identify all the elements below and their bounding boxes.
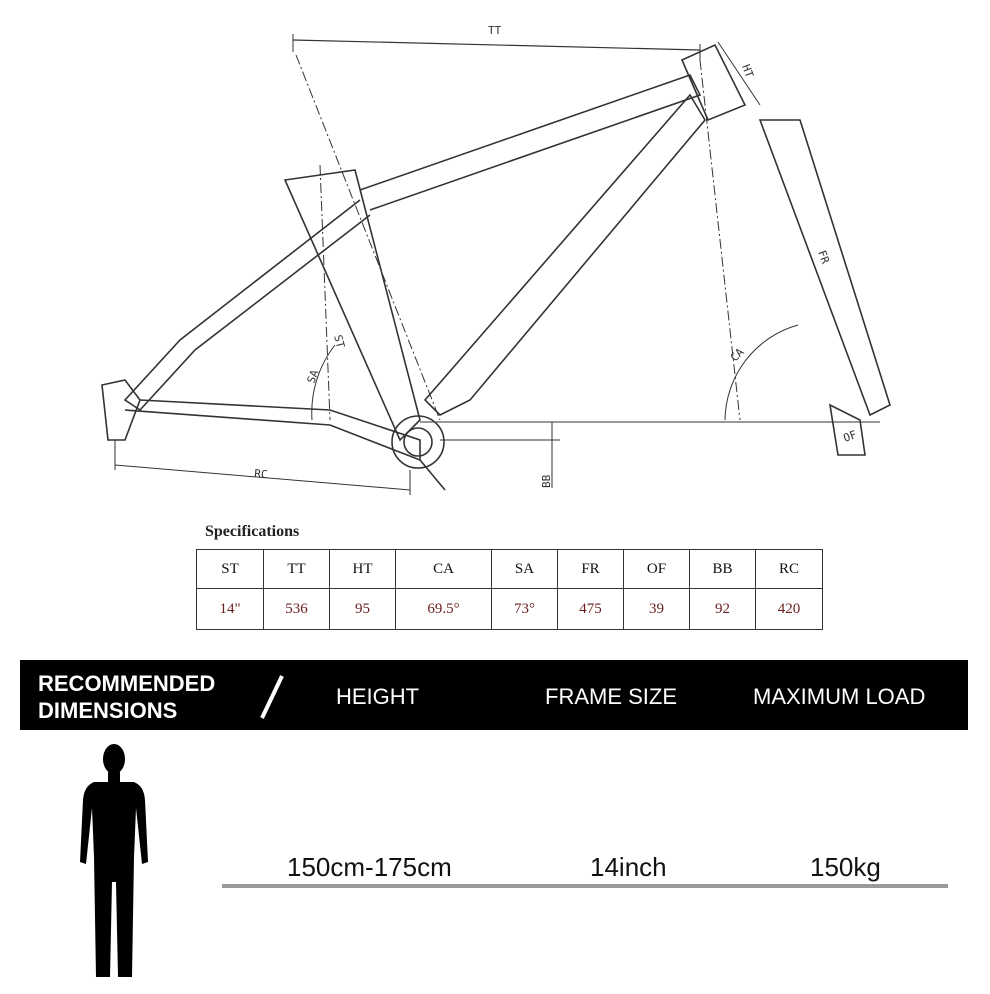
label-of: OF	[842, 428, 859, 445]
spec-header-fr: FR	[557, 549, 624, 589]
spec-header-row: ST TT HT CA SA FR OF BB RC	[196, 549, 823, 589]
specifications-title: Specifications	[205, 523, 300, 540]
spec-header-st: ST	[196, 549, 264, 589]
label-fr: FR	[815, 249, 832, 266]
spec-header-ca: CA	[395, 549, 492, 589]
spec-value-tt: 536	[263, 588, 330, 630]
spec-value-ht: 95	[329, 588, 396, 630]
spec-header-bb: BB	[689, 549, 756, 589]
spec-value-row: 14" 536 95 69.5° 73° 475 39 92 420	[196, 588, 823, 630]
recommended-frame-size-value: 14inch	[590, 852, 667, 882]
person-silhouette-icon	[80, 744, 148, 977]
dimension-lines	[295, 54, 741, 421]
values-underline	[222, 884, 948, 888]
recommended-dimensions-banner: RECOMMENDED DIMENSIONS HEIGHT FRAME SIZE…	[20, 660, 968, 730]
column-header-maximum-load: MAXIMUM LOAD	[753, 684, 926, 709]
label-sa: SA	[305, 368, 322, 385]
spec-header-sa: SA	[491, 549, 558, 589]
ht-dimension-line	[717, 41, 761, 106]
frame-geometry-diagram: TT HT FR ST SA CA RC BB OF	[101, 24, 891, 495]
spec-value-rc: 420	[755, 588, 823, 630]
specifications-table: ST TT HT CA SA FR OF BB RC 14" 536 95 69…	[196, 549, 823, 630]
recommended-height-value: 150cm-175cm	[287, 852, 452, 882]
recommended-max-load-value: 150kg	[810, 852, 881, 882]
slash-divider-icon	[260, 675, 284, 719]
label-ht: HT	[739, 63, 756, 80]
spec-header-rc: RC	[755, 549, 823, 589]
label-rc: RC	[254, 467, 268, 481]
banner-title-line2: DIMENSIONS	[38, 698, 178, 723]
column-header-frame-size: FRAME SIZE	[545, 684, 678, 709]
spec-header-of: OF	[623, 549, 690, 589]
banner-title-line1: RECOMMENDED	[38, 671, 216, 696]
spec-value-bb: 92	[689, 588, 756, 630]
spec-value-sa: 73°	[491, 588, 558, 630]
label-bb: BB	[540, 474, 553, 488]
spec-value-ca: 69.5°	[395, 588, 492, 630]
label-st: ST	[331, 333, 347, 350]
spec-header-tt: TT	[263, 549, 330, 589]
column-header-height: HEIGHT	[336, 684, 420, 709]
ca-angle-arc	[724, 324, 799, 421]
label-tt: TT	[488, 24, 502, 37]
label-ca: CA	[728, 345, 747, 364]
spec-value-of: 39	[623, 588, 690, 630]
spec-value-st: 14"	[196, 588, 264, 630]
sa-angle-arc	[311, 344, 336, 421]
banner-title: RECOMMENDED DIMENSIONS	[38, 670, 215, 724]
tt-dimension-line	[292, 39, 701, 51]
spec-value-fr: 475	[557, 588, 624, 630]
rc-dimension-line	[114, 464, 411, 491]
spec-header-ht: HT	[329, 549, 396, 589]
bike-frame-outline	[101, 43, 891, 491]
